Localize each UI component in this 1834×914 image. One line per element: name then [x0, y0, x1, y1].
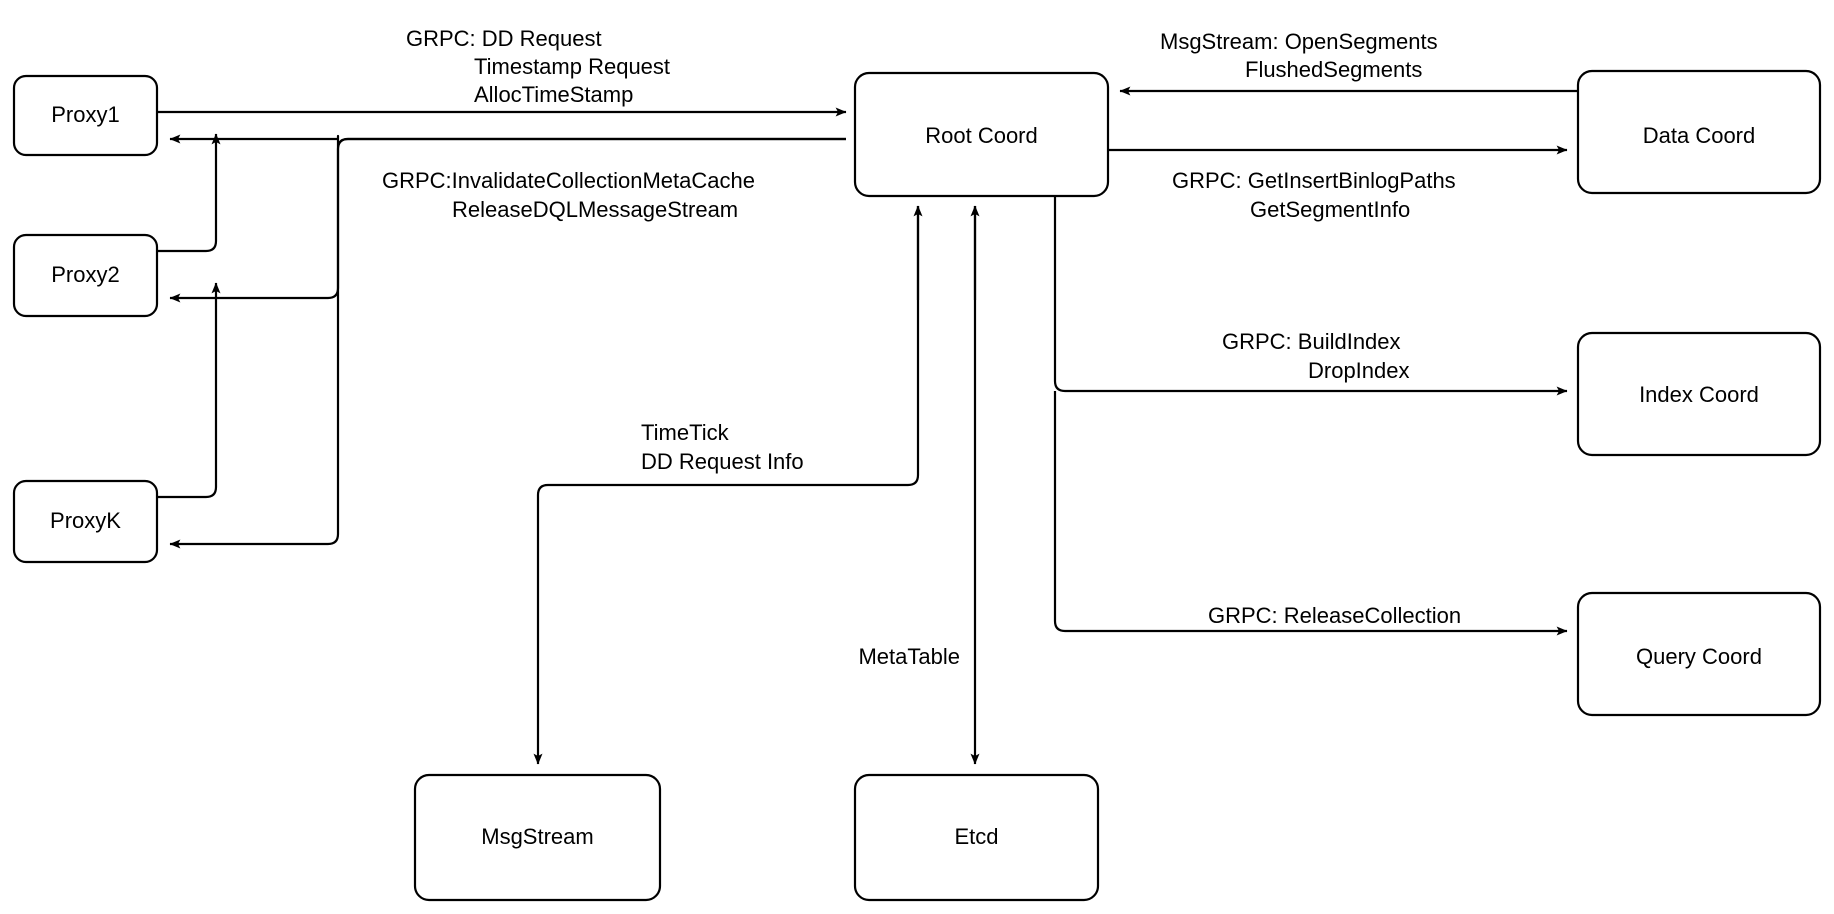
node-query-coord[interactable]: Query Coord — [1576, 591, 1822, 717]
edge-proxy2-to-collector — [157, 133, 221, 253]
edge-root-coord-to-msgstream — [533, 206, 920, 765]
label-root-to-msgstream-line1: TimeTick — [641, 420, 730, 445]
node-etcd-label: Etcd — [954, 824, 998, 849]
label-root-to-data-line1: GRPC: GetInsertBinlogPaths — [1172, 168, 1456, 193]
node-proxy1-box[interactable] — [12, 74, 159, 157]
node-data-coord-label: Data Coord — [1643, 123, 1756, 148]
label-proxy-to-root-line3: AllocTimeStamp — [474, 82, 633, 107]
label-proxy-to-root-line2: Timestamp Request — [474, 54, 670, 79]
node-root-coord-box[interactable] — [853, 71, 1110, 198]
node-index-coord[interactable]: Index Coord — [1576, 331, 1822, 457]
edge-root-coord-to-index-coord — [1053, 196, 1568, 396]
node-root-coord-label: Root Coord — [925, 123, 1038, 148]
node-proxy2-box[interactable] — [12, 233, 159, 318]
label-root-to-etcd-line1: MetaTable — [858, 644, 960, 669]
label-root-to-index-line1: GRPC: BuildIndex — [1222, 329, 1401, 354]
label-root-coord-to-msgstream: TimeTick DD Request Info — [641, 420, 804, 474]
node-query-coord-label: Query Coord — [1636, 644, 1762, 669]
node-proxyk-box[interactable] — [12, 479, 159, 564]
label-proxy-to-root-line1: GRPC: DD Request — [406, 26, 602, 51]
label-root-coord-to-index-coord: GRPC: BuildIndex DropIndex — [1222, 329, 1410, 383]
label-root-to-data-line2: GetSegmentInfo — [1250, 197, 1410, 222]
label-data-coord-to-root-coord: MsgStream: OpenSegments FlushedSegments — [1160, 29, 1438, 82]
node-proxy1[interactable]: Proxy1 — [12, 74, 159, 157]
label-root-to-msgstream-line2: DD Request Info — [641, 449, 804, 474]
node-query-coord-box[interactable] — [1576, 591, 1822, 717]
node-proxyk-label: ProxyK — [50, 508, 121, 533]
label-root-to-proxy-line1: GRPC:InvalidateCollectionMetaCache — [382, 168, 755, 193]
label-proxy-to-root-coord: GRPC: DD Request Timestamp Request Alloc… — [406, 26, 670, 107]
edge-proxyk-to-collector — [157, 282, 221, 499]
label-root-to-index-line2: DropIndex — [1308, 358, 1410, 383]
node-etcd[interactable]: Etcd — [853, 773, 1100, 902]
node-proxy2[interactable]: Proxy2 — [12, 233, 159, 318]
edge-root-coord-to-proxyk — [169, 149, 340, 549]
node-data-coord-box[interactable] — [1576, 69, 1822, 195]
label-root-to-query-line1: GRPC: ReleaseCollection — [1208, 603, 1461, 628]
label-data-to-root-line1: MsgStream: OpenSegments — [1160, 29, 1438, 54]
node-proxyk[interactable]: ProxyK — [12, 479, 159, 564]
node-proxy2-label: Proxy2 — [51, 262, 119, 287]
label-root-coord-to-data-coord: GRPC: GetInsertBinlogPaths GetSegmentInf… — [1172, 168, 1456, 222]
node-index-coord-label: Index Coord — [1639, 382, 1759, 407]
node-root-coord[interactable]: Root Coord — [853, 71, 1110, 198]
node-msgstream[interactable]: MsgStream — [413, 773, 662, 902]
node-data-coord[interactable]: Data Coord — [1576, 69, 1822, 195]
label-root-coord-to-query-coord: GRPC: ReleaseCollection — [1208, 603, 1461, 628]
node-msgstream-box[interactable] — [413, 773, 662, 902]
label-root-to-proxy-line2: ReleaseDQLMessageStream — [452, 197, 738, 222]
label-root-coord-to-etcd: MetaTable — [858, 644, 960, 669]
edge-root-coord-to-query-coord — [1053, 391, 1568, 636]
node-proxy1-label: Proxy1 — [51, 102, 119, 127]
node-msgstream-label: MsgStream — [481, 824, 593, 849]
label-root-coord-to-proxy: GRPC:InvalidateCollectionMetaCache Relea… — [382, 168, 755, 222]
node-index-coord-box[interactable] — [1576, 331, 1822, 457]
node-etcd-box[interactable] — [853, 773, 1100, 902]
label-data-to-root-line2: FlushedSegments — [1245, 57, 1422, 82]
